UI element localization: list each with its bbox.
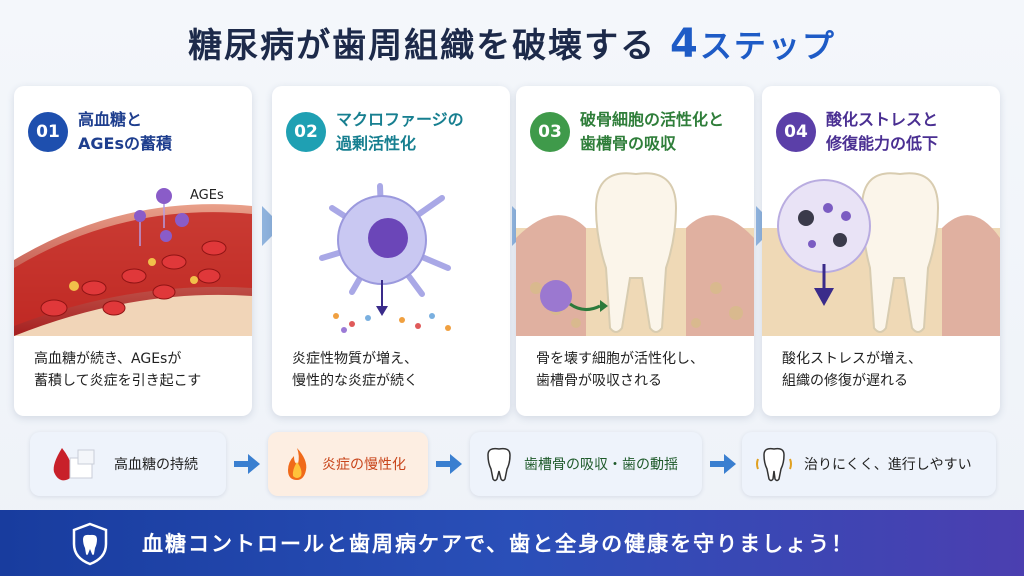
step-title-3-line1: 破骨細胞の活性化と xyxy=(580,110,725,129)
macrophage-illustration xyxy=(319,183,451,333)
step-desc-2-line2: 慢性的な炎症が続く xyxy=(292,373,418,389)
flow-item-3: 歯槽骨の吸収・歯の動揺 xyxy=(470,432,702,496)
step-card-1: 01 高血糖と AGEsの蓄積 xyxy=(14,86,252,416)
blood-sugar-icon xyxy=(53,448,95,481)
tooth-icon xyxy=(487,447,511,482)
step-desc-3-line2: 歯槽骨が吸収される xyxy=(536,373,662,389)
flow-item-3-label: 歯槽骨の吸収・歯の動揺 xyxy=(524,457,678,473)
flow-arrow-2 xyxy=(436,454,462,474)
step-title-2-line1: マクロファージの xyxy=(336,110,464,129)
flow-arrow-1 xyxy=(234,454,260,474)
tooth-bone-illustration xyxy=(516,172,754,336)
flow-arrow-3 xyxy=(710,454,736,474)
step-desc-1: 高血糖が続き、AGEsが 蓄積して炎症を引き起こす xyxy=(34,348,240,392)
step-desc-2: 炎症性物質が増え、 慢性的な炎症が続く xyxy=(292,348,498,392)
step-title-3: 破骨細胞の活性化と 歯槽骨の吸収 xyxy=(580,108,724,156)
flow-item-2: 炎症の慢性化 xyxy=(268,432,428,496)
ages-label: AGEs xyxy=(190,188,224,203)
step-desc-4: 酸化ストレスが増え、 組織の修復が遅れる xyxy=(782,348,988,392)
step-header-1: 01 高血糖と AGEsの蓄積 xyxy=(28,104,242,164)
flow-item-1: 高血糖の持続 xyxy=(30,432,226,496)
oxidative-stress-illustration xyxy=(762,172,1000,336)
step-title-4-line1: 酸化ストレスと xyxy=(826,110,939,129)
flow-item-1-label: 高血糖の持続 xyxy=(114,457,198,473)
step-desc-2-line1: 炎症性物質が増え、 xyxy=(292,351,418,367)
step-title-4: 酸化ストレスと 修復能力の低下 xyxy=(826,108,938,156)
step-title-2: マクロファージの 過剰活性化 xyxy=(336,108,464,156)
step-number-2: 02 xyxy=(286,112,326,152)
title-main: 糖尿病が歯周組織を破壊する xyxy=(188,26,657,66)
steps-container: 01 高血糖と AGEsの蓄積 xyxy=(14,86,1010,416)
step-card-4: 04 酸化ストレスと 修復能力の低下 酸化ストレスが増え、 組織の修復が遅れる xyxy=(762,86,1000,416)
step-desc-1-line2: 蓄積して炎症を引き起こす xyxy=(34,373,202,389)
step-desc-1-line1: 高血糖が続き、AGEsが xyxy=(34,351,182,367)
step-desc-4-line2: 組織の修復が遅れる xyxy=(782,373,908,389)
step-header-3: 03 破骨細胞の活性化と 歯槽骨の吸収 xyxy=(530,104,744,164)
step-title-1-line1: 高血糖と xyxy=(78,110,143,129)
flow-item-4: 治りにくく、進行しやすい xyxy=(742,432,996,496)
step-title-4-line2: 修復能力の低下 xyxy=(826,134,939,153)
step-title-2-line2: 過剰活性化 xyxy=(336,134,417,153)
step-desc-3-line1: 骨を壊す細胞が活性化し、 xyxy=(536,351,704,367)
step-header-2: 02 マクロファージの 過剰活性化 xyxy=(286,104,500,164)
flow-item-2-label: 炎症の慢性化 xyxy=(322,457,406,473)
title-accent: 4 xyxy=(669,21,700,67)
step-title-1: 高血糖と AGEsの蓄積 xyxy=(78,108,172,156)
step-desc-4-line1: 酸化ストレスが増え、 xyxy=(782,351,922,367)
summary-flow: 高血糖の持続 炎症の慢性化 歯槽骨の吸収・歯の動揺 治りにくく、進行しやすい xyxy=(30,432,996,496)
banner-message: 血糖コントロールと歯周病ケアで、歯と全身の健康を守りましょう！ xyxy=(142,532,855,556)
page-title: 糖尿病が歯周組織を破壊する 4ステップ xyxy=(0,18,1024,67)
step-number-4: 04 xyxy=(776,112,816,152)
flow-item-4-label: 治りにくく、進行しやすい xyxy=(804,457,972,473)
step-card-3: 03 破骨細胞の活性化と 歯槽骨の吸収 骨を壊す細胞が活性化し、 歯槽骨が吸収さ… xyxy=(516,86,754,416)
step-number-1: 01 xyxy=(28,112,68,152)
step-title-1-line2: AGEsの蓄積 xyxy=(78,134,172,153)
step-card-2: 02 マクロファージの 過剰活性化 xyxy=(272,86,510,416)
title-tail: ステップ xyxy=(699,27,836,65)
shield-tooth-icon xyxy=(72,522,108,566)
step-number-3: 03 xyxy=(530,112,570,152)
loose-tooth-icon xyxy=(756,447,792,482)
step-header-4: 04 酸化ストレスと 修復能力の低下 xyxy=(776,104,990,164)
fire-icon xyxy=(288,448,307,480)
blood-vessel-illustration xyxy=(14,188,252,336)
step-desc-3: 骨を壊す細胞が活性化し、 歯槽骨が吸収される xyxy=(536,348,742,392)
step-title-3-line2: 歯槽骨の吸収 xyxy=(580,134,677,153)
bottom-banner: 血糖コントロールと歯周病ケアで、歯と全身の健康を守りましょう！ xyxy=(0,510,1024,576)
